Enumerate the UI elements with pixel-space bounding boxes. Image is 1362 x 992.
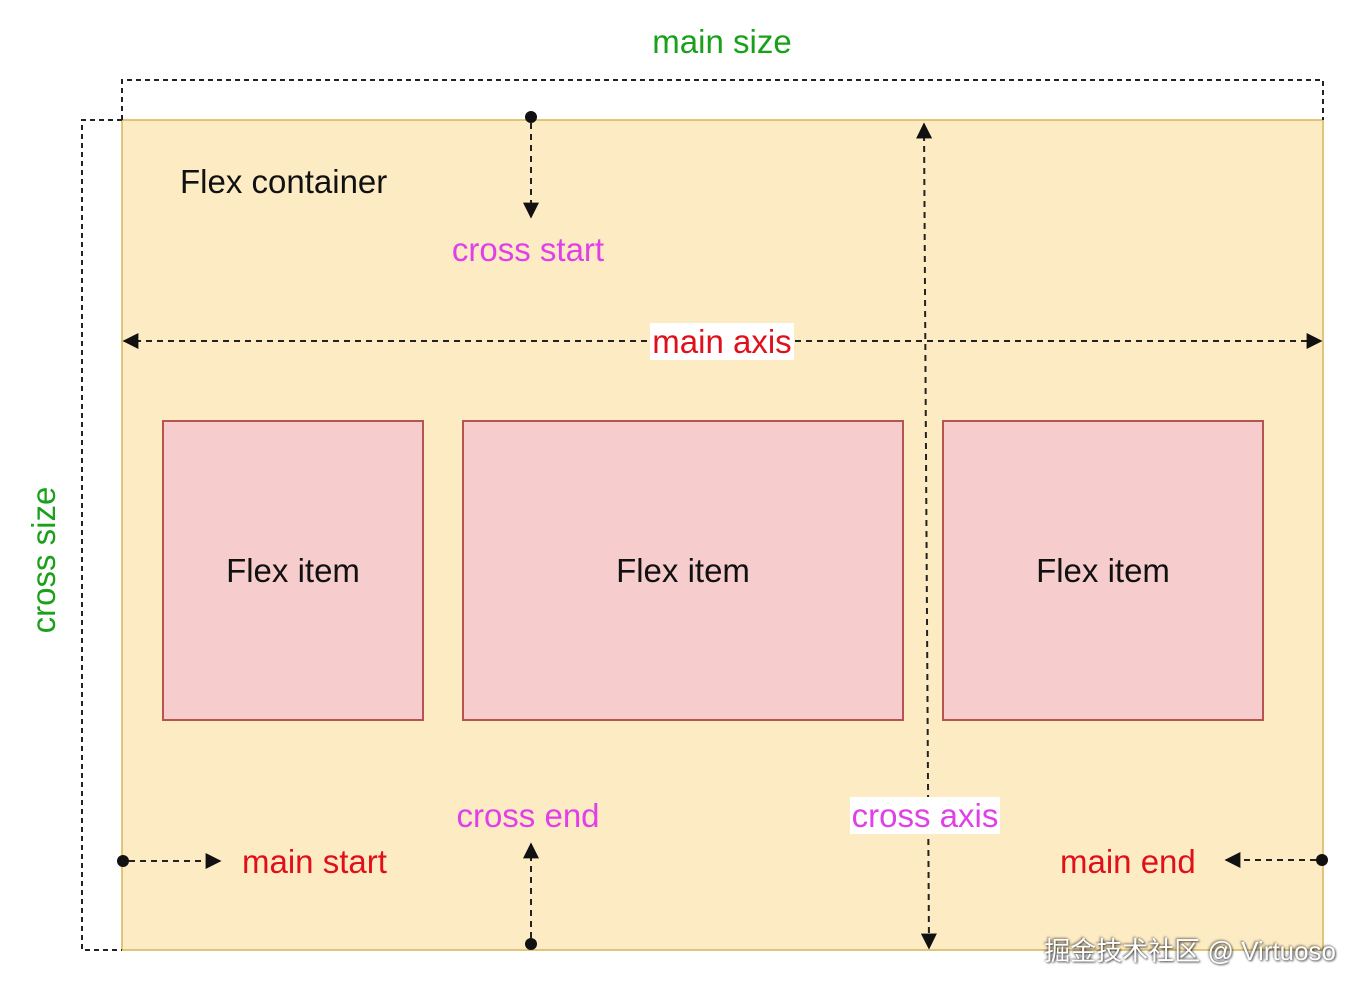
flex-item-1: Flex item <box>162 420 424 721</box>
main-start-dot <box>117 855 129 867</box>
main-end-dot <box>1316 854 1328 866</box>
cross-size-bracket <box>81 119 122 951</box>
flex-item-label: Flex item <box>1036 551 1170 589</box>
flex-item-label: Flex item <box>226 551 360 589</box>
main-size-label: main size <box>652 23 792 60</box>
cross-start-label: cross start <box>451 231 605 268</box>
main-axis-label: main axis <box>650 323 794 360</box>
flex-item-3: Flex item <box>942 420 1264 721</box>
main-end-label: main end <box>1060 843 1196 880</box>
flex-container-label: Flex container <box>180 163 388 200</box>
cross-size-label: cross size <box>25 486 62 634</box>
cross-end-dot <box>525 938 537 950</box>
main-start-label: main start <box>242 843 387 880</box>
flex-item-2: Flex item <box>462 420 904 721</box>
watermark: 掘金技术社区 @ Virtuoso <box>1044 936 1336 966</box>
flex-item-label: Flex item <box>616 551 750 589</box>
cross-axis-label: cross axis <box>849 797 1001 834</box>
cross-start-dot <box>525 111 537 123</box>
cross-end-label: cross end <box>456 797 600 834</box>
main-size-bracket <box>121 79 1324 120</box>
cross-axis-label-wrap: cross axis <box>725 796 1125 836</box>
main-axis-label-wrap: main axis <box>522 322 922 362</box>
